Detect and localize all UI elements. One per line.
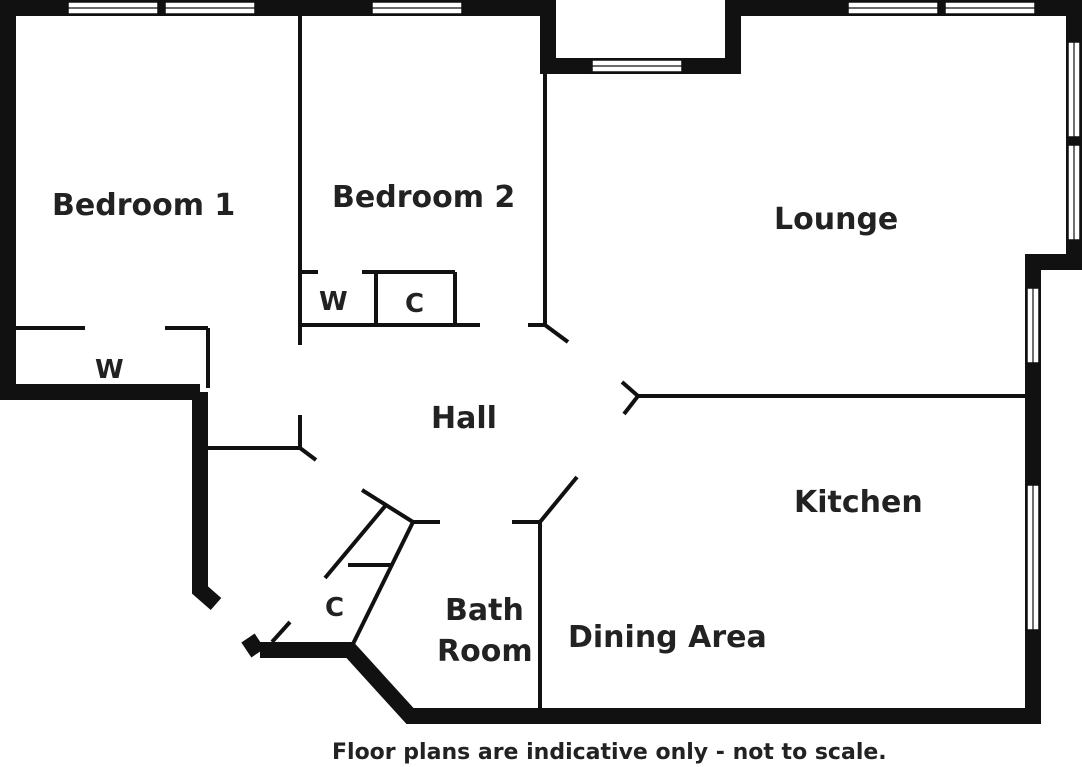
windows: [67, 1, 1081, 631]
cupboard-label-hall: C: [325, 593, 344, 623]
room-label-dining-area: Dining Area: [568, 620, 767, 655]
interior-walls: [14, 14, 1027, 710]
room-label-kitchen: Kitchen: [794, 485, 923, 520]
room-label-hall: Hall: [431, 401, 497, 436]
window-lounge-top-left: [847, 1, 939, 15]
window-bedroom2: [371, 1, 463, 15]
room-label-bedroom-2: Bedroom 2: [332, 180, 515, 215]
window-lounge-lower: [1026, 287, 1040, 364]
disclaimer-text: Floor plans are indicative only - not to…: [332, 740, 887, 765]
window-lounge-side-upper: [1067, 41, 1081, 138]
room-label-lounge: Lounge: [774, 202, 898, 237]
window-bedroom1-right: [164, 1, 256, 15]
window-lounge-side-lower: [1067, 144, 1081, 241]
window-kitchen: [1026, 484, 1040, 631]
storage-labels: W W C C: [95, 287, 424, 623]
wardrobe-label-bedroom-1: W: [95, 355, 124, 385]
window-bay: [591, 59, 683, 73]
window-lounge-top-right: [944, 1, 1036, 15]
room-label-bedroom-1: Bedroom 1: [52, 188, 235, 223]
cupboard-label-bedroom-2: C: [405, 289, 424, 319]
window-bedroom1-left: [67, 1, 159, 15]
exterior-wall-entrance: [192, 392, 222, 611]
room-label-bath: Bath: [445, 593, 524, 628]
exterior-wall-stub: [241, 633, 265, 658]
wardrobe-label-bedroom-2: W: [319, 287, 348, 317]
room-label-room: Room: [437, 634, 533, 669]
room-labels: Bedroom 1 Bedroom 2 Lounge Hall Kitchen …: [52, 180, 923, 669]
